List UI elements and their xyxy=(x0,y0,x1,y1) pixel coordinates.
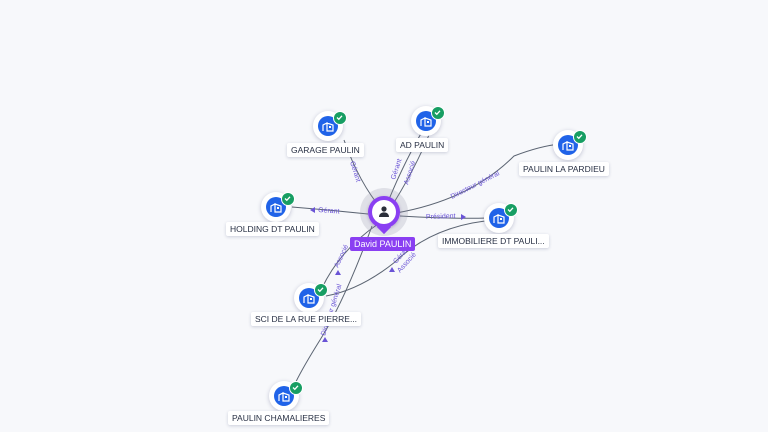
check-icon xyxy=(431,106,445,120)
company-label-sci[interactable]: SCI DE LA RUE PIERRE... xyxy=(251,312,362,326)
arrow-marker xyxy=(310,207,315,213)
edge-pardieu xyxy=(395,143,561,214)
arrow-marker xyxy=(322,337,328,342)
edge-holding xyxy=(291,206,369,215)
arrow-marker xyxy=(335,270,341,275)
edge-immo xyxy=(399,215,489,219)
check-icon xyxy=(333,111,347,125)
arrow-marker xyxy=(389,267,395,272)
edge-label-sci-associe: Associé xyxy=(333,244,350,269)
check-icon xyxy=(573,130,587,144)
building-icon xyxy=(493,214,505,224)
check-icon xyxy=(314,283,328,297)
edge-label-pardieu: Directeur général xyxy=(450,170,501,201)
building-icon xyxy=(270,203,282,213)
building-icon xyxy=(278,392,290,402)
company-label-immo[interactable]: IMMOBILIERE DT PAULI... xyxy=(438,234,549,248)
person-icon xyxy=(379,206,389,217)
person-label[interactable]: David PAULIN xyxy=(350,237,416,251)
building-icon xyxy=(322,122,334,132)
arrow-marker xyxy=(461,214,466,220)
edge-chamalieres xyxy=(292,225,373,389)
edge-label-garage: Gérant xyxy=(348,160,361,183)
edge-label-immo: Président xyxy=(426,213,456,221)
company-label-ad[interactable]: AD PAULIN xyxy=(396,138,449,152)
edge-label-holding: Gérant xyxy=(318,207,340,215)
check-icon xyxy=(281,192,295,206)
company-label-holding[interactable]: HOLDING DT PAULIN xyxy=(226,222,319,236)
building-icon xyxy=(420,117,432,127)
person-node[interactable] xyxy=(368,196,400,235)
check-icon xyxy=(504,203,518,217)
company-label-garage[interactable]: GARAGE PAULIN xyxy=(287,143,364,157)
company-label-pardieu[interactable]: PAULIN LA PARDIEU xyxy=(519,162,609,176)
edge-sci-2 xyxy=(325,220,486,297)
edge-label-ad-gerant: Gérant xyxy=(390,158,403,181)
building-icon xyxy=(303,294,315,304)
company-label-chamalieres[interactable]: PAULIN CHAMALIERES xyxy=(228,411,330,425)
check-icon xyxy=(289,381,303,395)
building-icon xyxy=(562,141,574,151)
